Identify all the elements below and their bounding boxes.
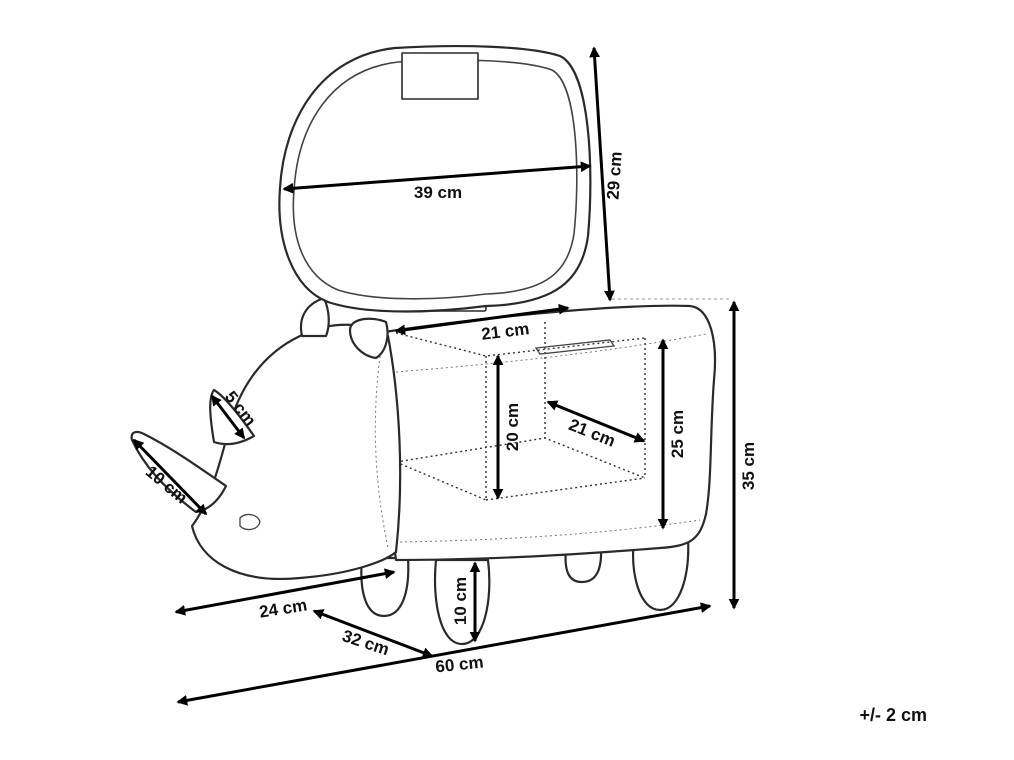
dimension-lines — [132, 46, 740, 706]
rhino-stool-drawing — [130, 44, 730, 646]
dim-line-storage-depth — [546, 400, 646, 443]
dim-line-lid-width — [282, 161, 592, 194]
dim-line-horn-large — [132, 438, 208, 516]
label-depth: 24 cm — [258, 595, 309, 621]
rhino-body — [382, 304, 717, 562]
nostril — [239, 513, 261, 531]
dim-line-lid-height — [589, 46, 615, 302]
handle-slot — [534, 339, 616, 355]
label-storage-height: 20 cm — [503, 403, 522, 451]
lid-label-tag — [401, 52, 479, 100]
label-body-height: 25 cm — [668, 410, 687, 458]
label-total-length: 60 cm — [434, 653, 484, 677]
dim-line-storage-width — [394, 303, 570, 336]
dim-line-total-length — [176, 602, 712, 706]
label-leg-height: 10 cm — [451, 577, 470, 625]
rhino-head — [190, 323, 402, 580]
body-seam — [395, 333, 707, 373]
ear-right — [348, 317, 389, 360]
ear-left — [299, 296, 330, 338]
label-lid-width: 39 cm — [414, 183, 462, 202]
leg-back-left — [564, 546, 603, 584]
body-seam-lower — [399, 519, 701, 543]
tolerance-note: +/- 2 cm — [859, 705, 927, 725]
label-total-height: 35 cm — [739, 442, 758, 490]
label-lid-height: 29 cm — [603, 151, 625, 200]
dim-line-horn-small — [210, 394, 246, 440]
leg-front-left — [360, 556, 410, 618]
